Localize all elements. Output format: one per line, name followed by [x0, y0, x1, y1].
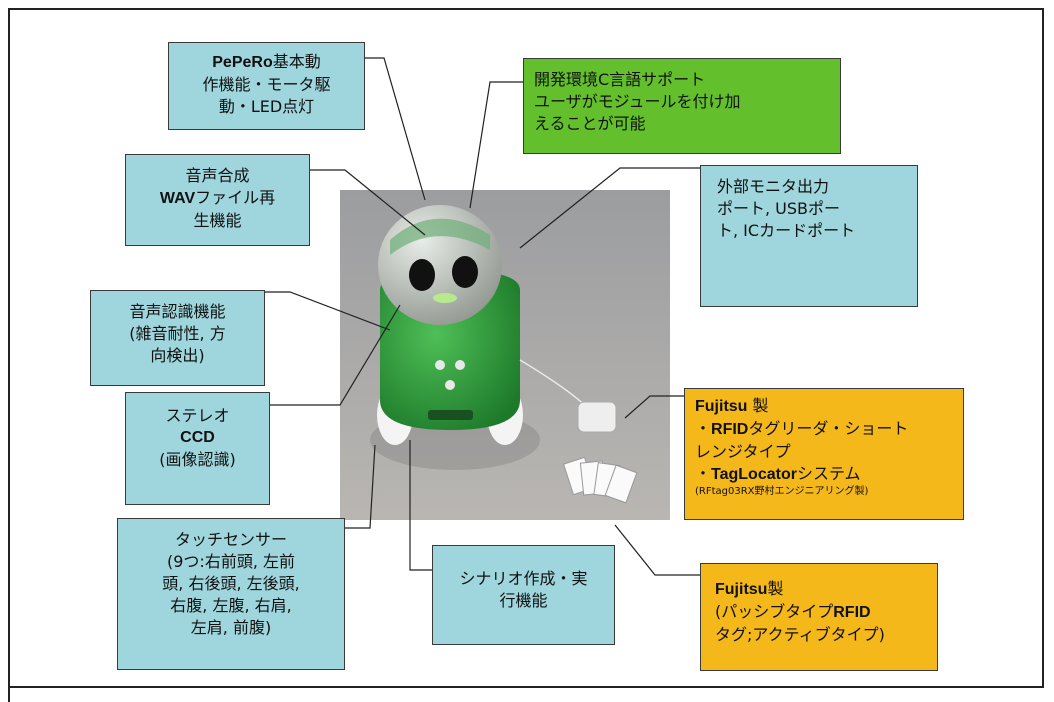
- callout-text-bold: RFID: [711, 421, 749, 438]
- callout-text: 作機能・モータ駆: [202, 75, 331, 94]
- callout-text: 行機能: [499, 591, 548, 610]
- callout-text: 製: [767, 579, 784, 598]
- callout-dev-env: 開発環境C言語サポート ユーザがモジュールを付け加 えることが可能: [523, 58, 841, 154]
- callout-text: ・: [695, 419, 712, 438]
- robot-right-eye: [452, 256, 478, 288]
- callout-text: 左肩, 前腹): [190, 618, 272, 637]
- leader-line: [409, 440, 432, 571]
- callout-text: 音声認識機能: [129, 302, 226, 321]
- callout-text: ・: [695, 464, 712, 483]
- callout-stereo-ccd: ステレオ CCD (画像認識): [125, 392, 270, 505]
- callout-text: レンジタイプ: [695, 442, 791, 461]
- callout-text: (画像認識): [159, 450, 236, 469]
- leader-line: [624, 395, 684, 419]
- leader-line: [270, 304, 401, 406]
- robot-button: [435, 360, 445, 370]
- callout-rfid-reader: Fujitsu 製 ・RFIDタグリーダ・ショート レンジタイプ ・TagLoc…: [684, 388, 964, 520]
- callout-text: えることが可能: [534, 114, 646, 133]
- callout-text-bold: CCD: [180, 429, 215, 446]
- callout-text: 外部モニタ出力: [717, 177, 830, 196]
- callout-touch-sensor: タッチセンサー (9つ:右前頭, 左前 頭, 右後頭, 左後頭, 右腹, 左腹,…: [117, 518, 345, 670]
- callout-text: ファイル再: [195, 188, 276, 207]
- callout-text: (パッシブタイプ: [715, 602, 834, 621]
- leader-line: [265, 291, 391, 331]
- callout-text: タグ;アクティブタイプ): [715, 625, 885, 644]
- callout-text: ステレオ: [165, 406, 230, 425]
- robot-mouth-led: [433, 293, 457, 303]
- diagram-frame: [8, 8, 1044, 688]
- callout-text: 開発環境C言語サポート: [534, 70, 706, 89]
- callout-text: タッチセンサー: [174, 530, 287, 549]
- robot-slot: [428, 410, 473, 420]
- leader-line: [614, 524, 700, 576]
- robot-photo: [340, 190, 670, 520]
- rfid-reader-device: [577, 401, 617, 433]
- callout-text-bold: RFID: [833, 604, 871, 621]
- leader-line: [365, 57, 426, 201]
- callout-scenario: シナリオ作成・実 行機能: [432, 545, 615, 645]
- callout-speech-recog: 音声認識機能 (雑音耐性, 方 向検出): [90, 290, 265, 386]
- robot-button: [455, 360, 465, 370]
- callout-text: 生機能: [193, 211, 242, 230]
- callout-text-bold: PePeRo: [212, 54, 273, 71]
- frame-edge: [8, 688, 10, 702]
- callout-text: ユーザがモジュールを付け加: [534, 92, 741, 111]
- leader-line: [519, 167, 700, 249]
- callout-text-bold: TagLocator: [711, 466, 797, 483]
- callout-text: ト, ICカードポート: [717, 221, 856, 240]
- callout-text: 動・LED点灯: [218, 97, 315, 116]
- callout-text-bold: Fujitsu: [695, 398, 748, 415]
- callout-text: (9つ:右前頭, 左前: [167, 552, 295, 571]
- callout-text: 音声合成: [185, 166, 250, 185]
- robot-left-eye: [409, 259, 435, 291]
- callout-text: 製: [747, 396, 769, 415]
- rfid-cards: [562, 456, 638, 504]
- callout-basic-motion: PePeRo基本動 作機能・モータ駆 動・LED点灯: [168, 42, 365, 130]
- callout-text-bold: WAV: [159, 190, 196, 207]
- callout-text: システム: [796, 464, 861, 483]
- robot-head-stripe: [390, 218, 490, 255]
- callout-speech-synth: 音声合成 WAVファイル再 生機能: [125, 154, 310, 246]
- callout-text: 右腹, 左腹, 右肩,: [170, 596, 292, 615]
- callout-rfid-tag: Fujitsu製 (パッシブタイプRFID タグ;アクティブタイプ): [700, 563, 938, 671]
- callout-text: タグリーダ・ショート: [748, 419, 909, 438]
- callout-text: 向検出): [150, 346, 205, 365]
- callout-text: (雑音耐性, 方: [129, 324, 226, 343]
- callout-text-small: (RFtag03RX野村エンジニアリング製): [695, 486, 869, 497]
- callout-text-bold: Fujitsu: [715, 581, 768, 598]
- leader-line: [469, 81, 523, 209]
- leader-line: [310, 169, 426, 236]
- callout-text: 頭, 右後頭, 左後頭,: [162, 574, 300, 593]
- robot-button: [445, 380, 455, 390]
- callout-text: 基本動: [272, 52, 321, 71]
- leader-line: [345, 444, 376, 529]
- callout-monitor-port: 外部モニタ出力 ポート, USBポー ト, ICカードポート: [700, 165, 918, 307]
- callout-text: ポート, USBポー: [717, 199, 841, 218]
- callout-text: シナリオ作成・実: [459, 569, 588, 588]
